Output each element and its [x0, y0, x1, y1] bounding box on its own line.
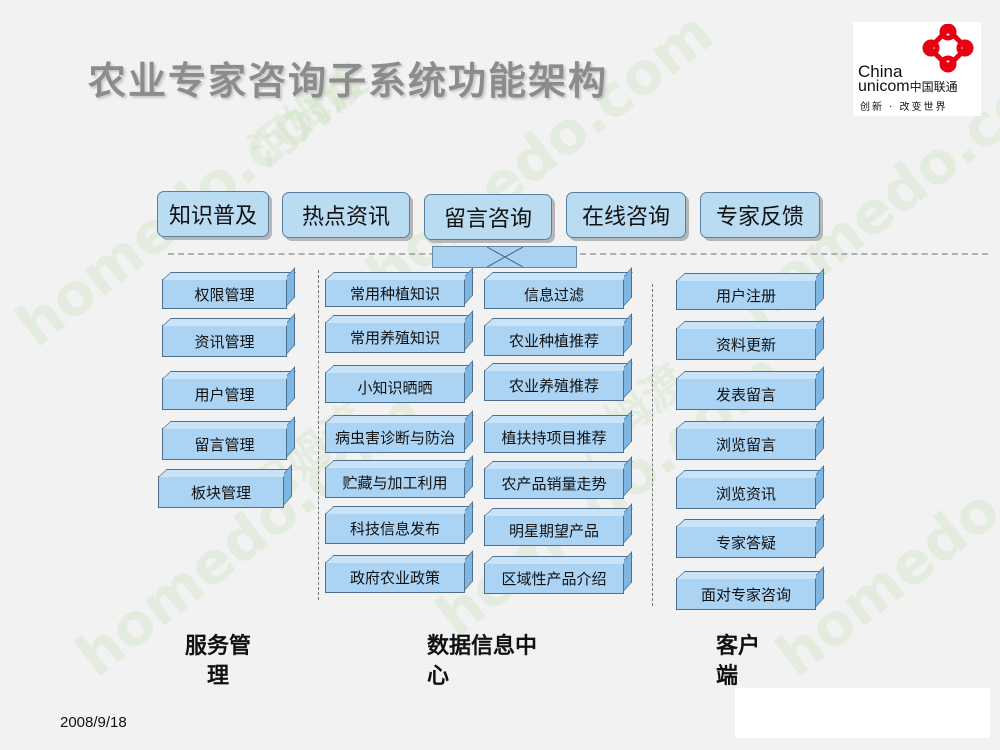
tab-knowledge[interactable]: 知识普及 — [157, 191, 269, 237]
client-item[interactable]: 专家答疑 — [676, 526, 816, 558]
separator-dashed-line — [168, 253, 988, 255]
service-item[interactable]: 板块管理 — [158, 476, 284, 508]
data-center-item[interactable]: 植扶持项目推荐 — [484, 422, 624, 453]
client-item[interactable]: 浏览资讯 — [676, 477, 816, 509]
column-divider — [318, 270, 319, 600]
data-center-item[interactable]: 小知识晒晒 — [325, 372, 465, 403]
client-item[interactable]: 用户注册 — [676, 280, 816, 310]
connector-cross-icon — [486, 247, 524, 267]
client-item[interactable]: 资料更新 — [676, 328, 816, 360]
data-center-item[interactable]: 科技信息发布 — [325, 513, 465, 544]
tab-message-consult[interactable]: 留言咨询 — [424, 194, 552, 240]
caption-client: 客户端 — [716, 634, 761, 689]
service-item[interactable]: 留言管理 — [162, 428, 287, 460]
data-center-item[interactable]: 农业养殖推荐 — [484, 370, 624, 401]
caption-service-management: 服务管理 — [184, 634, 251, 689]
logo-name-en: unicom — [858, 78, 910, 95]
service-item[interactable]: 权限管理 — [162, 279, 287, 309]
caption-data-center: 数据信息中心 — [427, 634, 538, 689]
connector-bar — [432, 246, 577, 268]
data-center-item[interactable]: 农业种植推荐 — [484, 325, 624, 356]
data-center-item[interactable]: 贮藏与加工利用 — [325, 467, 465, 498]
service-item[interactable]: 资讯管理 — [162, 325, 287, 357]
chinese-knot-icon — [922, 24, 974, 73]
logo-slogan: 创新 · 改变世界 — [860, 102, 948, 113]
client-item[interactable]: 面对专家咨询 — [676, 578, 816, 610]
column-divider — [652, 284, 653, 606]
data-center-item[interactable]: 常用种植知识 — [325, 279, 465, 307]
tab-online-consult[interactable]: 在线咨询 — [566, 192, 686, 238]
tab-hot-news[interactable]: 热点资讯 — [282, 192, 410, 238]
data-center-item[interactable]: 信息过滤 — [484, 279, 624, 309]
logo-name-line: unicom中国联通 — [858, 78, 958, 96]
client-item[interactable]: 浏览留言 — [676, 428, 816, 460]
blank-panel — [735, 688, 990, 738]
service-item[interactable]: 用户管理 — [162, 378, 287, 410]
data-center-item[interactable]: 明星期望产品 — [484, 515, 624, 546]
logo-name-cn: 中国联通 — [909, 80, 958, 94]
tab-expert-feedback[interactable]: 专家反馈 — [700, 192, 820, 238]
data-center-item[interactable]: 区域性产品介绍 — [484, 563, 624, 594]
data-center-item[interactable]: 病虫害诊断与防治 — [325, 422, 465, 453]
client-item[interactable]: 发表留言 — [676, 378, 816, 410]
data-center-item[interactable]: 政府农业政策 — [325, 562, 465, 593]
slide-date: 2008/9/18 — [60, 714, 127, 731]
data-center-item[interactable]: 常用养殖知识 — [325, 322, 465, 353]
data-center-item[interactable]: 农产品销量走势 — [484, 468, 624, 499]
china-unicom-logo: China unicom中国联通 创新 · 改变世界 — [853, 22, 981, 116]
logo-name-en: China — [858, 62, 903, 81]
page-title: 农业专家咨询子系统功能架构 — [88, 59, 609, 103]
